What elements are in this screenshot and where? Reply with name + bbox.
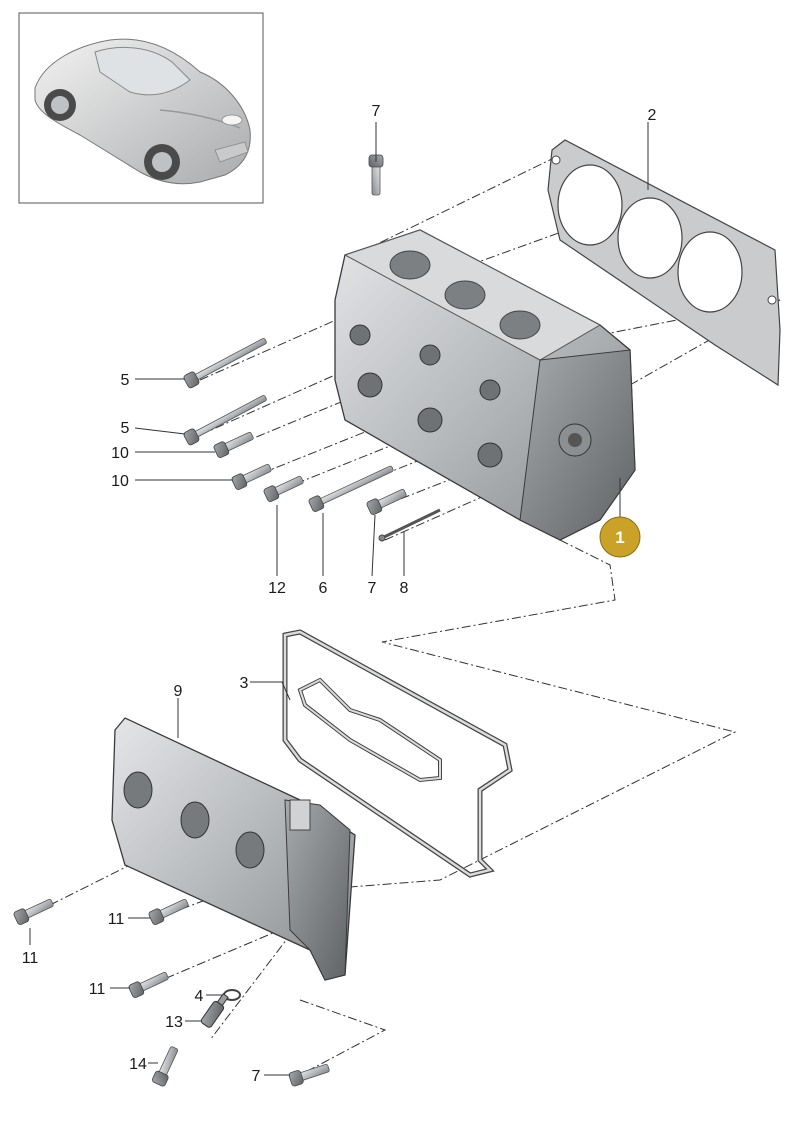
camshaft-housing[interactable] bbox=[111, 717, 356, 981]
leader-lines bbox=[29, 122, 649, 1076]
callout-7-top[interactable]: 7 bbox=[372, 103, 381, 120]
callout-labels: 7 2 5 5 10 10 12 6 7 8 3 9 11 11 11 4 13… bbox=[22, 103, 657, 1085]
valve-cover-gasket[interactable] bbox=[282, 629, 513, 878]
callout-10-lower[interactable]: 10 bbox=[111, 473, 129, 490]
sensor-13[interactable] bbox=[200, 992, 230, 1028]
callout-11-mid[interactable]: 11 bbox=[108, 911, 125, 928]
callout-2[interactable]: 2 bbox=[648, 107, 657, 124]
bolt-11-left[interactable] bbox=[12, 895, 56, 926]
bolt-11-mid[interactable] bbox=[147, 895, 191, 926]
callout-10-upper[interactable]: 10 bbox=[111, 445, 129, 462]
bolt-11-low[interactable] bbox=[127, 968, 171, 999]
sports-car-icon bbox=[34, 38, 251, 185]
callout-14[interactable]: 14 bbox=[129, 1056, 147, 1073]
cylinder-head[interactable] bbox=[334, 229, 636, 541]
bolt-14[interactable] bbox=[151, 1044, 182, 1088]
bolt-5-lower[interactable] bbox=[182, 390, 270, 447]
stud-8[interactable] bbox=[378, 508, 441, 542]
callout-5-lower[interactable]: 5 bbox=[121, 420, 130, 437]
callout-11-left[interactable]: 11 bbox=[22, 950, 39, 967]
callout-6[interactable]: 6 bbox=[319, 580, 328, 597]
callout-7-bottom[interactable]: 7 bbox=[252, 1068, 261, 1085]
callout-1-badge[interactable]: 1 bbox=[599, 516, 641, 558]
callout-3[interactable]: 3 bbox=[240, 675, 249, 692]
callout-5-upper[interactable]: 5 bbox=[121, 372, 130, 389]
bolt-7-bottom[interactable] bbox=[287, 1060, 332, 1088]
callout-12[interactable]: 12 bbox=[268, 580, 286, 597]
callout-7-mid[interactable]: 7 bbox=[368, 580, 377, 597]
bolt-7-mid[interactable] bbox=[365, 485, 409, 516]
cylinder-head-gasket[interactable] bbox=[547, 139, 781, 387]
callout-4[interactable]: 4 bbox=[195, 988, 204, 1005]
callout-8[interactable]: 8 bbox=[400, 580, 409, 597]
callout-9[interactable]: 9 bbox=[174, 683, 183, 700]
bolt-5-upper[interactable] bbox=[182, 333, 270, 390]
vehicle-thumbnail bbox=[18, 12, 264, 204]
bolt-10-upper[interactable] bbox=[212, 428, 256, 459]
bolt-10-lower[interactable] bbox=[230, 460, 274, 491]
callout-1: 1 bbox=[615, 528, 624, 547]
bolt-12[interactable] bbox=[262, 472, 306, 503]
callout-13[interactable]: 13 bbox=[165, 1014, 183, 1031]
callout-11-low[interactable]: 11 bbox=[89, 981, 106, 998]
